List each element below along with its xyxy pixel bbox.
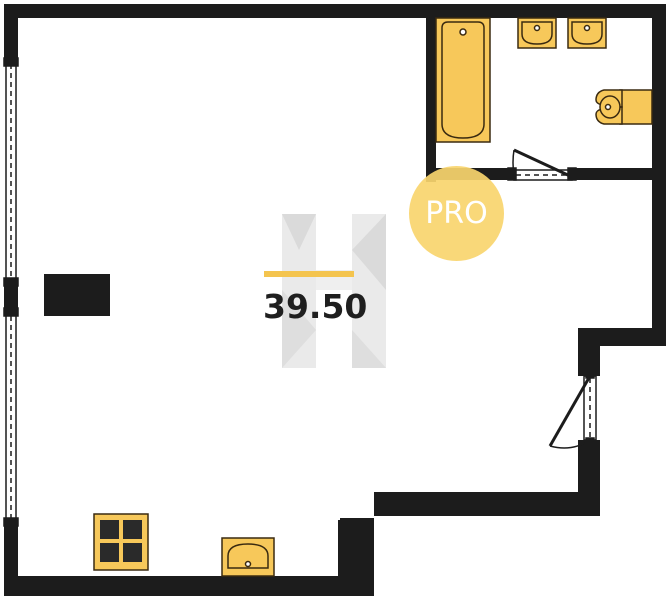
bathroom-door-icon [507, 148, 577, 181]
area-value: 39.50 [263, 287, 368, 326]
watermark-logo [282, 214, 386, 368]
toilet-icon [595, 89, 653, 125]
kitchen-sink-icon [221, 537, 275, 577]
window-left-upper [3, 57, 19, 287]
door-icon [548, 371, 597, 449]
area-accent-line [264, 271, 354, 277]
sink-icon [517, 17, 557, 49]
pro-badge-label: PRO [425, 196, 488, 231]
bathtub-icon [435, 17, 491, 143]
sink-icon-2 [567, 17, 607, 49]
window-left-lower [3, 307, 19, 527]
walls [4, 4, 666, 596]
stove-icon [93, 513, 149, 571]
pro-badge: PRO [409, 166, 504, 261]
